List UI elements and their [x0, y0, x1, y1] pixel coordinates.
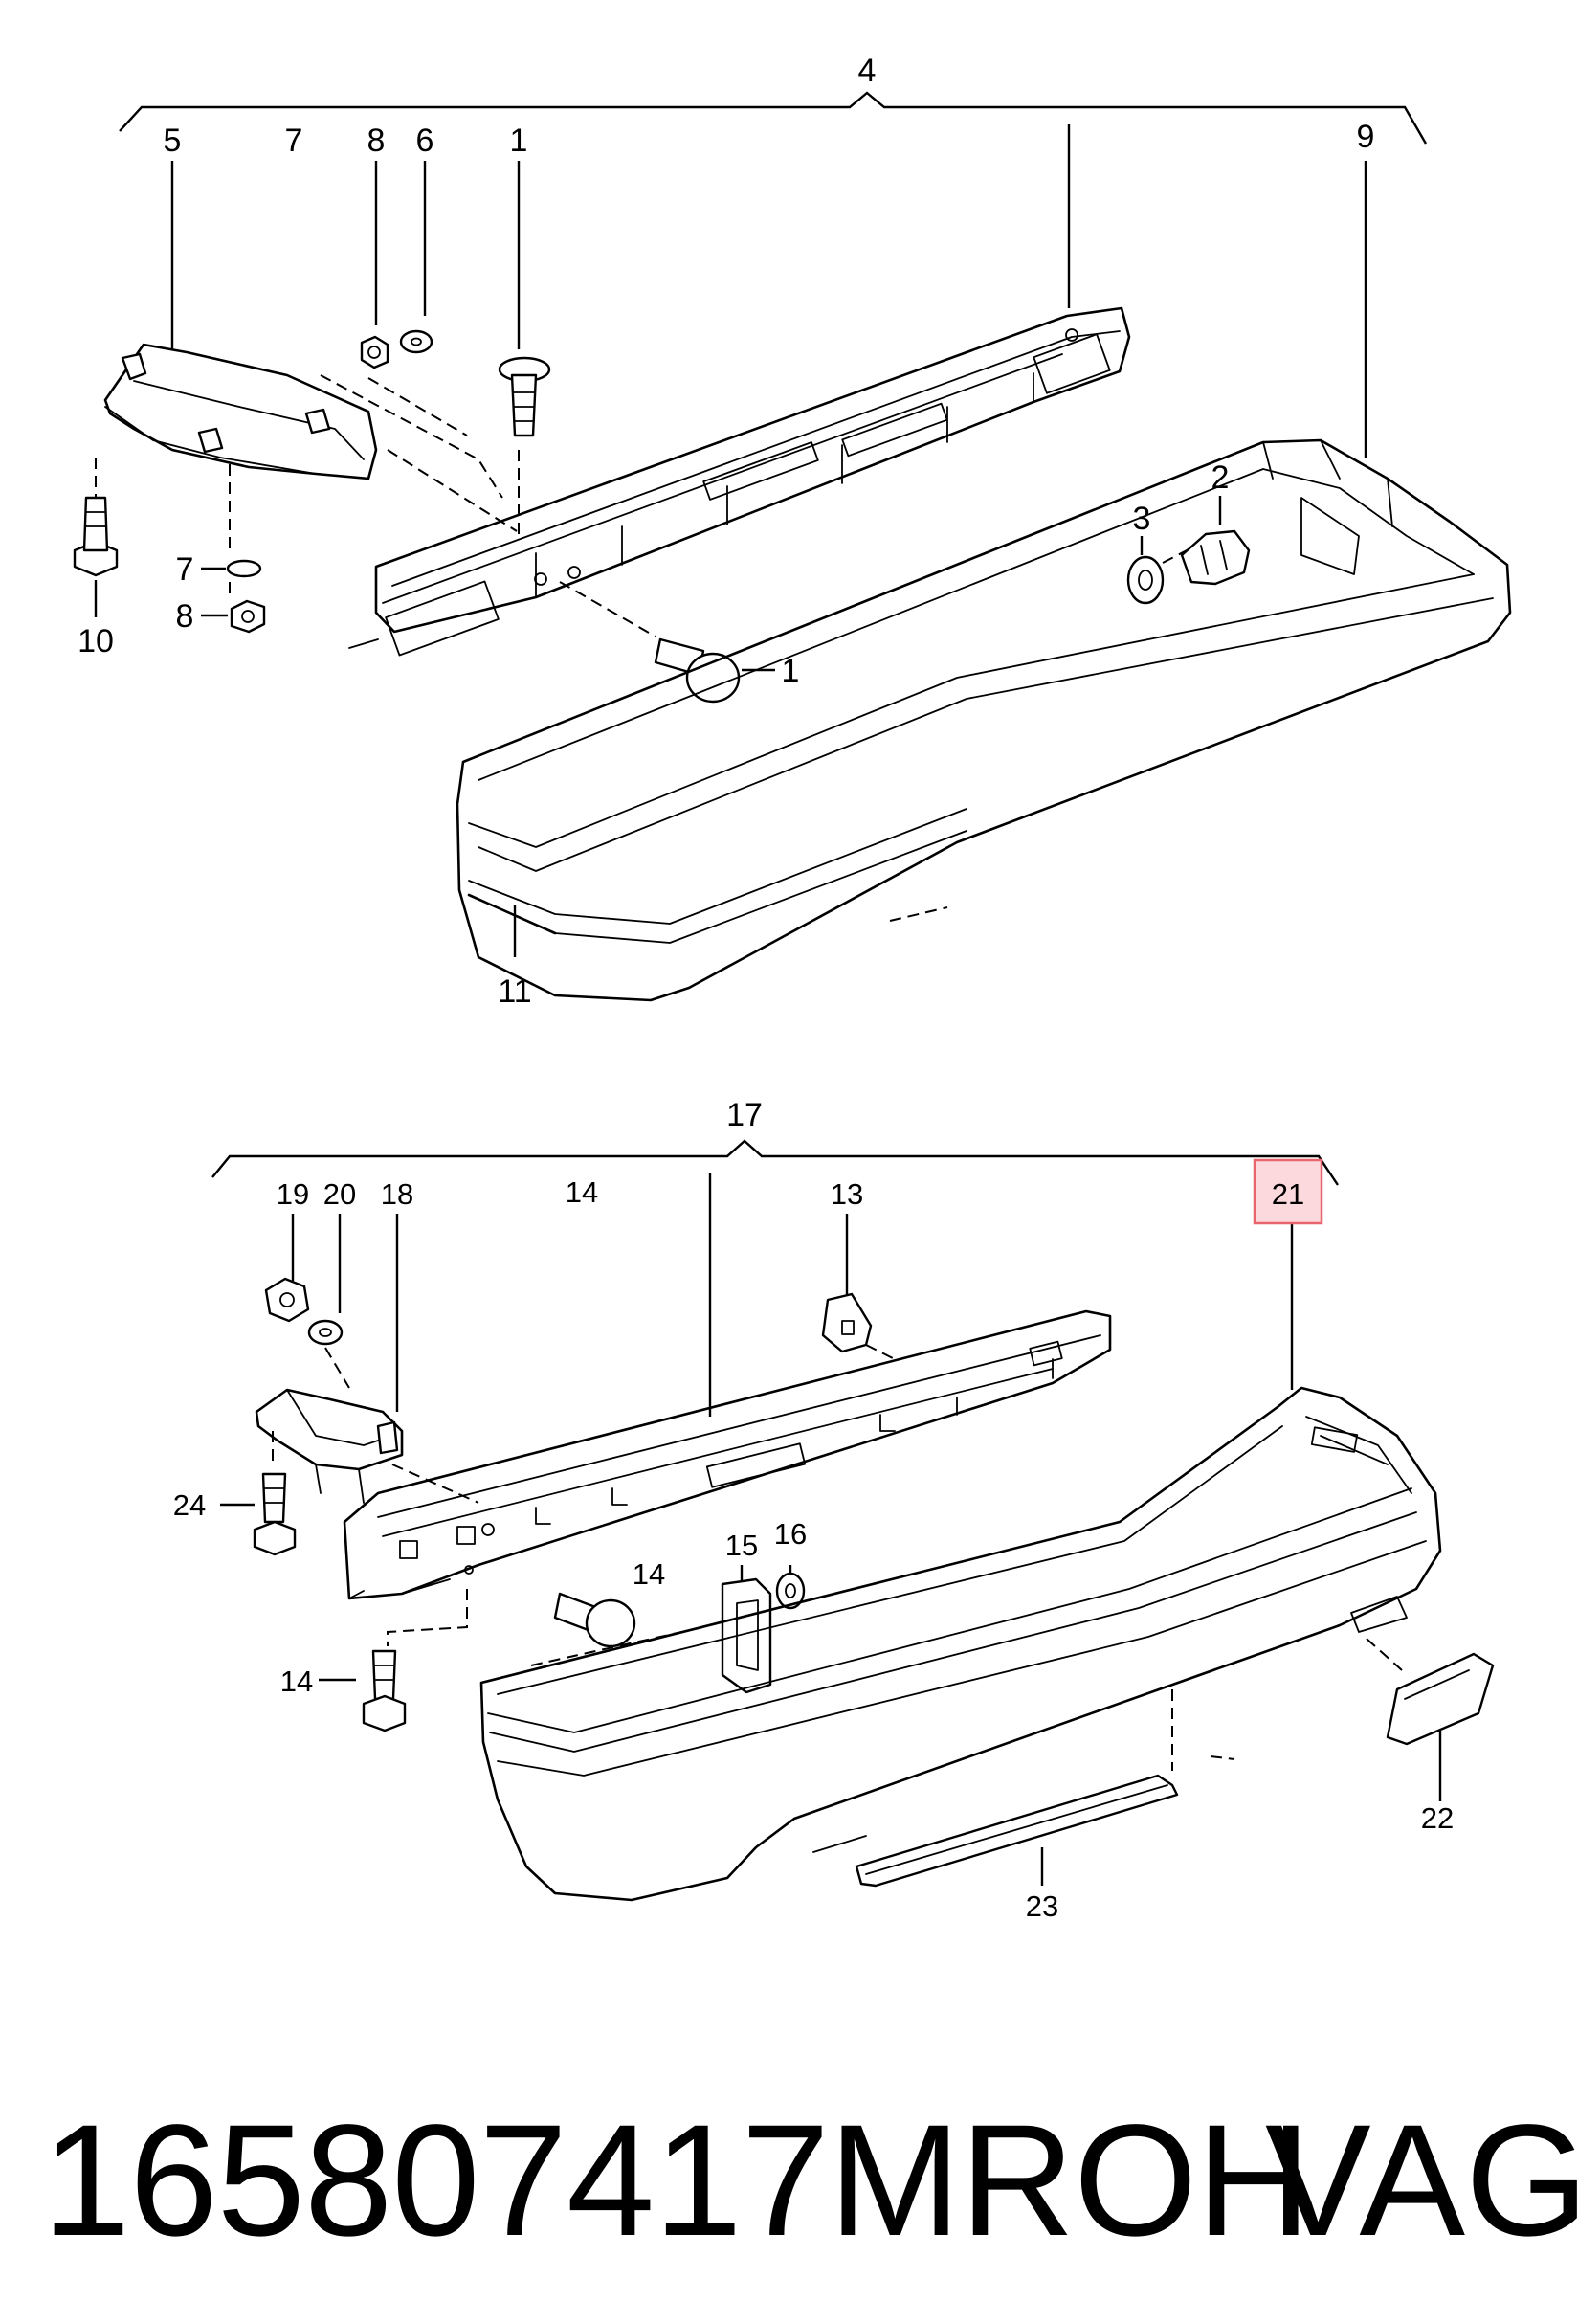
- callout-6: 6: [416, 123, 434, 159]
- grommet-3: [1126, 555, 1165, 605]
- highlight-box-21: [1253, 1158, 1323, 1225]
- clip-2: [1180, 529, 1251, 586]
- bumper-reinforcement: [348, 306, 1131, 657]
- callout-16: 16: [774, 1517, 807, 1551]
- callout-10: 10: [78, 623, 114, 659]
- callout-24: 24: [173, 1488, 206, 1522]
- bolt-24: [253, 1472, 297, 1556]
- callout-13: 13: [831, 1177, 863, 1211]
- nut-8-top: [360, 335, 389, 369]
- callout-22: 22: [1421, 1801, 1454, 1835]
- grommet-16: [775, 1572, 806, 1610]
- washer-7-bottom: [226, 559, 262, 578]
- nut-8-bottom: [230, 599, 266, 634]
- clip-13: [821, 1292, 873, 1353]
- callout-9: 9: [1357, 119, 1375, 155]
- bracket-15: [721, 1577, 772, 1694]
- callout-4: 4: [858, 53, 877, 89]
- callout-7-top: 7: [285, 123, 303, 159]
- callout-14-top: 14: [566, 1175, 598, 1209]
- callout-1-top: 1: [510, 123, 528, 159]
- molding-strip-23: [855, 1774, 1179, 1888]
- callout-21: 21: [1272, 1177, 1304, 1211]
- top-assembly: 4 5 7 8 6 1 9 2 3 7 8 10 1 11: [73, 53, 1512, 1010]
- callout-19: 19: [277, 1177, 309, 1211]
- callout-8-top: 8: [367, 123, 386, 159]
- callout-11: 11: [498, 973, 531, 1010]
- callout-5: 5: [164, 123, 182, 159]
- callout-14-bottom: 14: [280, 1665, 313, 1698]
- callout-7-bottom: 7: [176, 551, 194, 588]
- bolt-10: [73, 496, 119, 577]
- callout-20: 20: [323, 1177, 356, 1211]
- callout-15: 15: [725, 1529, 758, 1562]
- group-bracket-17: [211, 1139, 1339, 1186]
- callout-3: 3: [1133, 501, 1151, 537]
- clip-1-top: [498, 356, 551, 437]
- clip-14-mid: [553, 1592, 636, 1648]
- bottom-assembly: 17 19 20 18 14 13 21 24 15 16 14 14 22 2…: [173, 1097, 1495, 1923]
- callout-17: 17: [726, 1097, 763, 1133]
- callout-1-bottom: 1: [782, 653, 800, 689]
- bumper-cover-21: [479, 1386, 1442, 1902]
- tow-hook-cover-22: [1386, 1652, 1495, 1746]
- brand-label: VAG: [1265, 2092, 1578, 2269]
- group-bracket-4: [119, 91, 1428, 145]
- washer-20: [307, 1319, 344, 1346]
- bumper-cover-top: [456, 438, 1512, 1002]
- bumper-reinforcement-lower: [343, 1309, 1112, 1600]
- side-bracket-left: [103, 343, 378, 480]
- callout-18: 18: [381, 1177, 413, 1211]
- side-bracket-18: [255, 1388, 404, 1504]
- clip-1-bottom: [654, 637, 741, 704]
- callout-23: 23: [1026, 1889, 1058, 1923]
- callout-2: 2: [1211, 459, 1230, 496]
- nut-19: [264, 1277, 310, 1323]
- callout-14-mid: 14: [633, 1557, 665, 1591]
- callout-8-bottom: 8: [176, 598, 194, 635]
- washer-6-top: [399, 329, 433, 354]
- part-number: 165807417MROH: [42, 2092, 1311, 2269]
- molding-strip-11: [467, 893, 557, 935]
- bolt-14-lower: [362, 1649, 407, 1732]
